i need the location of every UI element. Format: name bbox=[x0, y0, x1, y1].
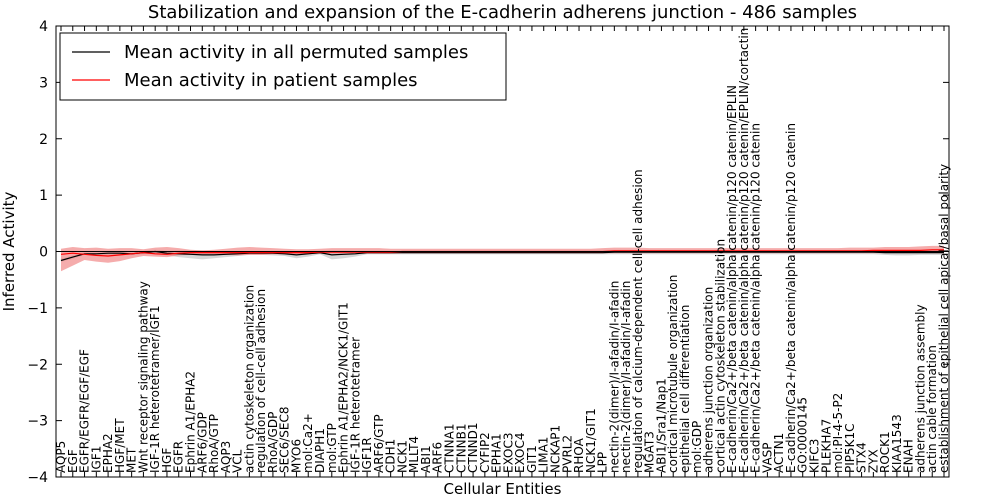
x-category-label: CTNNB1 bbox=[454, 423, 468, 473]
x-category-label: KIFC3 bbox=[808, 439, 822, 473]
legend-label-patient: Mean activity in patient samples bbox=[124, 70, 418, 91]
x-category-label: CYFIP2 bbox=[478, 432, 492, 473]
x-category-label: EGF bbox=[66, 449, 80, 473]
x-category-label: ARF6/GDP bbox=[195, 412, 209, 473]
x-category-label: E-cadherin/Ca2+/beta catenin/alpha caten… bbox=[784, 123, 798, 473]
x-category-label: Ephrin A1/EPHA2/NCK1/GIT1 bbox=[337, 302, 351, 473]
x-category-label: VASP bbox=[760, 442, 774, 473]
x-category-label: VCL bbox=[231, 449, 245, 473]
x-category-label: HGF/MET bbox=[113, 418, 127, 473]
x-category-label: EPHA2 bbox=[101, 433, 115, 473]
y-tick-label: 3 bbox=[39, 75, 48, 91]
x-category-label: ABI1/Sra1/Nap1 bbox=[654, 378, 668, 473]
x-category-label: adherens junction assembly bbox=[914, 304, 928, 473]
y-tick-label: 0 bbox=[39, 245, 48, 261]
x-category-label: ARF6/GTP bbox=[372, 414, 386, 473]
x-category-label: RhoA/GDP bbox=[266, 412, 280, 473]
x-category-label: regulation of calcium-dependent cell-cel… bbox=[631, 169, 645, 473]
x-category-label: nectin-2(dimer)/I-afadin/I-afadin bbox=[619, 281, 633, 473]
x-category-label: regulation of cell-cell adhesion bbox=[254, 289, 268, 473]
x-category-label: mol:Ca2+ bbox=[301, 413, 315, 473]
x-category-label: EXOC3 bbox=[501, 433, 515, 474]
y-tick-label: −4 bbox=[27, 470, 48, 486]
legend-box bbox=[59, 32, 507, 101]
x-category-label: ABI1 bbox=[419, 445, 433, 473]
x-category-label: CDH1 bbox=[384, 439, 398, 473]
chart-title: Stabilization and expansion of the E-cad… bbox=[148, 2, 857, 23]
x-category-label: NCK1/GIT1 bbox=[584, 408, 598, 473]
x-category-label: KIAA1543 bbox=[890, 414, 904, 473]
x-category-label: MET bbox=[125, 447, 139, 473]
series-line-permuted bbox=[60, 250, 944, 262]
x-category-label: LPP bbox=[596, 452, 610, 473]
y-tick-label: 4 bbox=[39, 19, 48, 35]
y-tick-label: 2 bbox=[39, 132, 48, 148]
x-category-label: ROCK1 bbox=[878, 431, 892, 473]
x-category-label: LIMA1 bbox=[537, 437, 551, 473]
x-category-label: IGF1 bbox=[89, 446, 103, 473]
x-category-label: nectin-2(dimer)/I-afadin/I-afadin bbox=[607, 281, 621, 473]
x-category-label: DIAPH1 bbox=[313, 428, 327, 473]
legend-label-permuted: Mean activity in all permuted samples bbox=[124, 42, 468, 63]
x-category-label: ZYX bbox=[866, 449, 880, 473]
x-category-label: mol:PI-4-5-P2 bbox=[831, 393, 845, 473]
x-category-label: AQP3 bbox=[219, 441, 233, 473]
x-category-label: E-cadherin/Ca2+/beta catenin/alpha caten… bbox=[749, 123, 763, 473]
x-category-label: PLEKHA7 bbox=[819, 419, 833, 473]
x-category-label: CTNNA1 bbox=[443, 423, 457, 473]
x-category-label: MLLT4 bbox=[407, 436, 421, 473]
x-category-label: PIP5K1C bbox=[843, 423, 857, 473]
y-tick-label: −3 bbox=[27, 414, 48, 430]
x-category-label: cortical microtubule organization bbox=[666, 275, 680, 473]
x-category-label: ARF6 bbox=[431, 442, 445, 473]
x-category-label: SEC6/SEC8 bbox=[278, 407, 292, 473]
x-category-label: E-cadherin/Ca2+/beta catenin/alpha caten… bbox=[737, 28, 751, 473]
x-category-label: mol:GDP bbox=[690, 421, 704, 473]
legend: Mean activity in all permuted samples Me… bbox=[59, 32, 507, 101]
x-category-label: STX4 bbox=[855, 442, 869, 473]
x-category-label: IGF-1R heterotetramer/IGF1 bbox=[148, 306, 162, 473]
x-category-label: epithelial cell differentiation bbox=[678, 305, 692, 473]
x-axis-label: Cellular Entities bbox=[444, 480, 562, 498]
x-category-label: actin cable formation bbox=[925, 345, 939, 473]
x-category-label: EXOC4 bbox=[513, 433, 527, 474]
x-category-label: E-cadherin/Ca2+/beta catenin/alpha caten… bbox=[725, 85, 739, 473]
x-category-label: Wnt receptor signaling pathway bbox=[136, 281, 150, 473]
x-category-label: establishment of epithelial cell apical/… bbox=[937, 164, 951, 473]
x-category-label: NCKAP1 bbox=[549, 425, 563, 473]
y-tick-label: −1 bbox=[27, 301, 48, 317]
x-category-label: ENAH bbox=[902, 439, 916, 473]
x-category-label: EGFR/EGFR/EGF/EGF bbox=[78, 349, 92, 473]
x-category-label: IGF-1R heterotetramer bbox=[348, 337, 362, 473]
x-category-label: cortical actin cytoskeleton stabilizatio… bbox=[713, 239, 727, 473]
x-category-label: ACTN1 bbox=[772, 433, 786, 473]
x-category-label: MGAT3 bbox=[643, 431, 657, 473]
x-category-label: actin cytoskeleton organization bbox=[242, 285, 256, 473]
x-category-label: EPHA1 bbox=[490, 433, 504, 473]
x-category-label: EGFR bbox=[172, 441, 186, 473]
y-axis-label: Inferred Activity bbox=[0, 191, 18, 311]
confidence-bands bbox=[61, 245, 944, 272]
x-category-label: Ephrin A1/EPHA2 bbox=[184, 371, 198, 473]
x-category-label: IGF1R bbox=[360, 437, 374, 473]
x-category-label: NCK1 bbox=[395, 440, 409, 473]
y-axis-ticks: −4 −3 −2 −1 0 1 2 3 4 bbox=[27, 19, 949, 486]
x-category-label: HGF bbox=[160, 448, 174, 473]
x-axis-category-labels: AQP5EGFEGFR/EGFR/EGF/EGFIGF1EPHA2HGF/MET… bbox=[54, 28, 951, 473]
y-tick-label: −2 bbox=[27, 357, 48, 373]
x-category-label: GIT1 bbox=[525, 445, 539, 473]
y-tick-label: 1 bbox=[39, 188, 48, 204]
x-category-label: PVRL2 bbox=[560, 435, 574, 473]
x-axis-ticks bbox=[60, 26, 945, 477]
x-category-label: GO:0000145 bbox=[796, 397, 810, 473]
x-category-label: RHOA bbox=[572, 437, 586, 473]
x-category-label: mol:GTP bbox=[325, 423, 339, 473]
x-category-label: RhoA/GTP bbox=[207, 414, 221, 473]
x-category-label: AQP5 bbox=[54, 441, 68, 473]
x-category-label: MYO6 bbox=[290, 439, 304, 473]
x-category-label: adherens junction organization bbox=[702, 287, 716, 473]
x-category-label: CTNND1 bbox=[466, 422, 480, 473]
